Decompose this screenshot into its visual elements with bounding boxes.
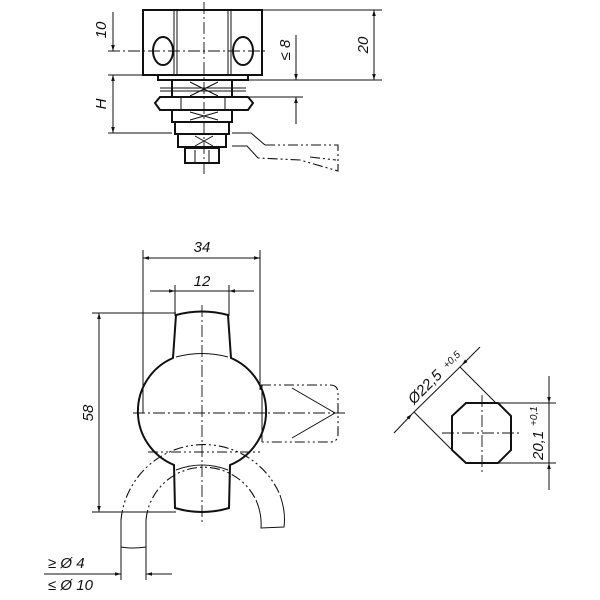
dim-width-label: 20,1: [530, 431, 547, 461]
screw-head: [184, 147, 220, 164]
dim-20-label: 20: [355, 36, 372, 54]
panel-cutout-view: 20,1 +0,1 Ø22,5 +0,5: [393, 346, 556, 490]
dim-58-label: 58: [80, 404, 97, 421]
dim-le8-label: ≤ 8: [277, 39, 294, 60]
dim-diameter-label: Ø22,5: [404, 366, 446, 408]
dim-width-tolerance: +0,1: [529, 406, 540, 426]
dim-12-label: 12: [194, 273, 211, 290]
dim-max-diameter-label: ≤ Ø 10: [48, 577, 94, 594]
dim-min-diameter-label: ≥ Ø 4: [48, 555, 85, 572]
lock-cam-outline: [136, 310, 268, 513]
dim-10-label: 10: [93, 21, 110, 38]
dim-h-label: H: [93, 98, 110, 109]
dim-34-label: 34: [194, 239, 211, 256]
front-view: 34 12 58 ≥ Ø 4 ≤ Ø 10: [44, 239, 345, 594]
top-view: 10 H 20 ≤ 8: [93, 2, 382, 175]
dim-diameter-tolerance: +0,5: [441, 349, 463, 371]
